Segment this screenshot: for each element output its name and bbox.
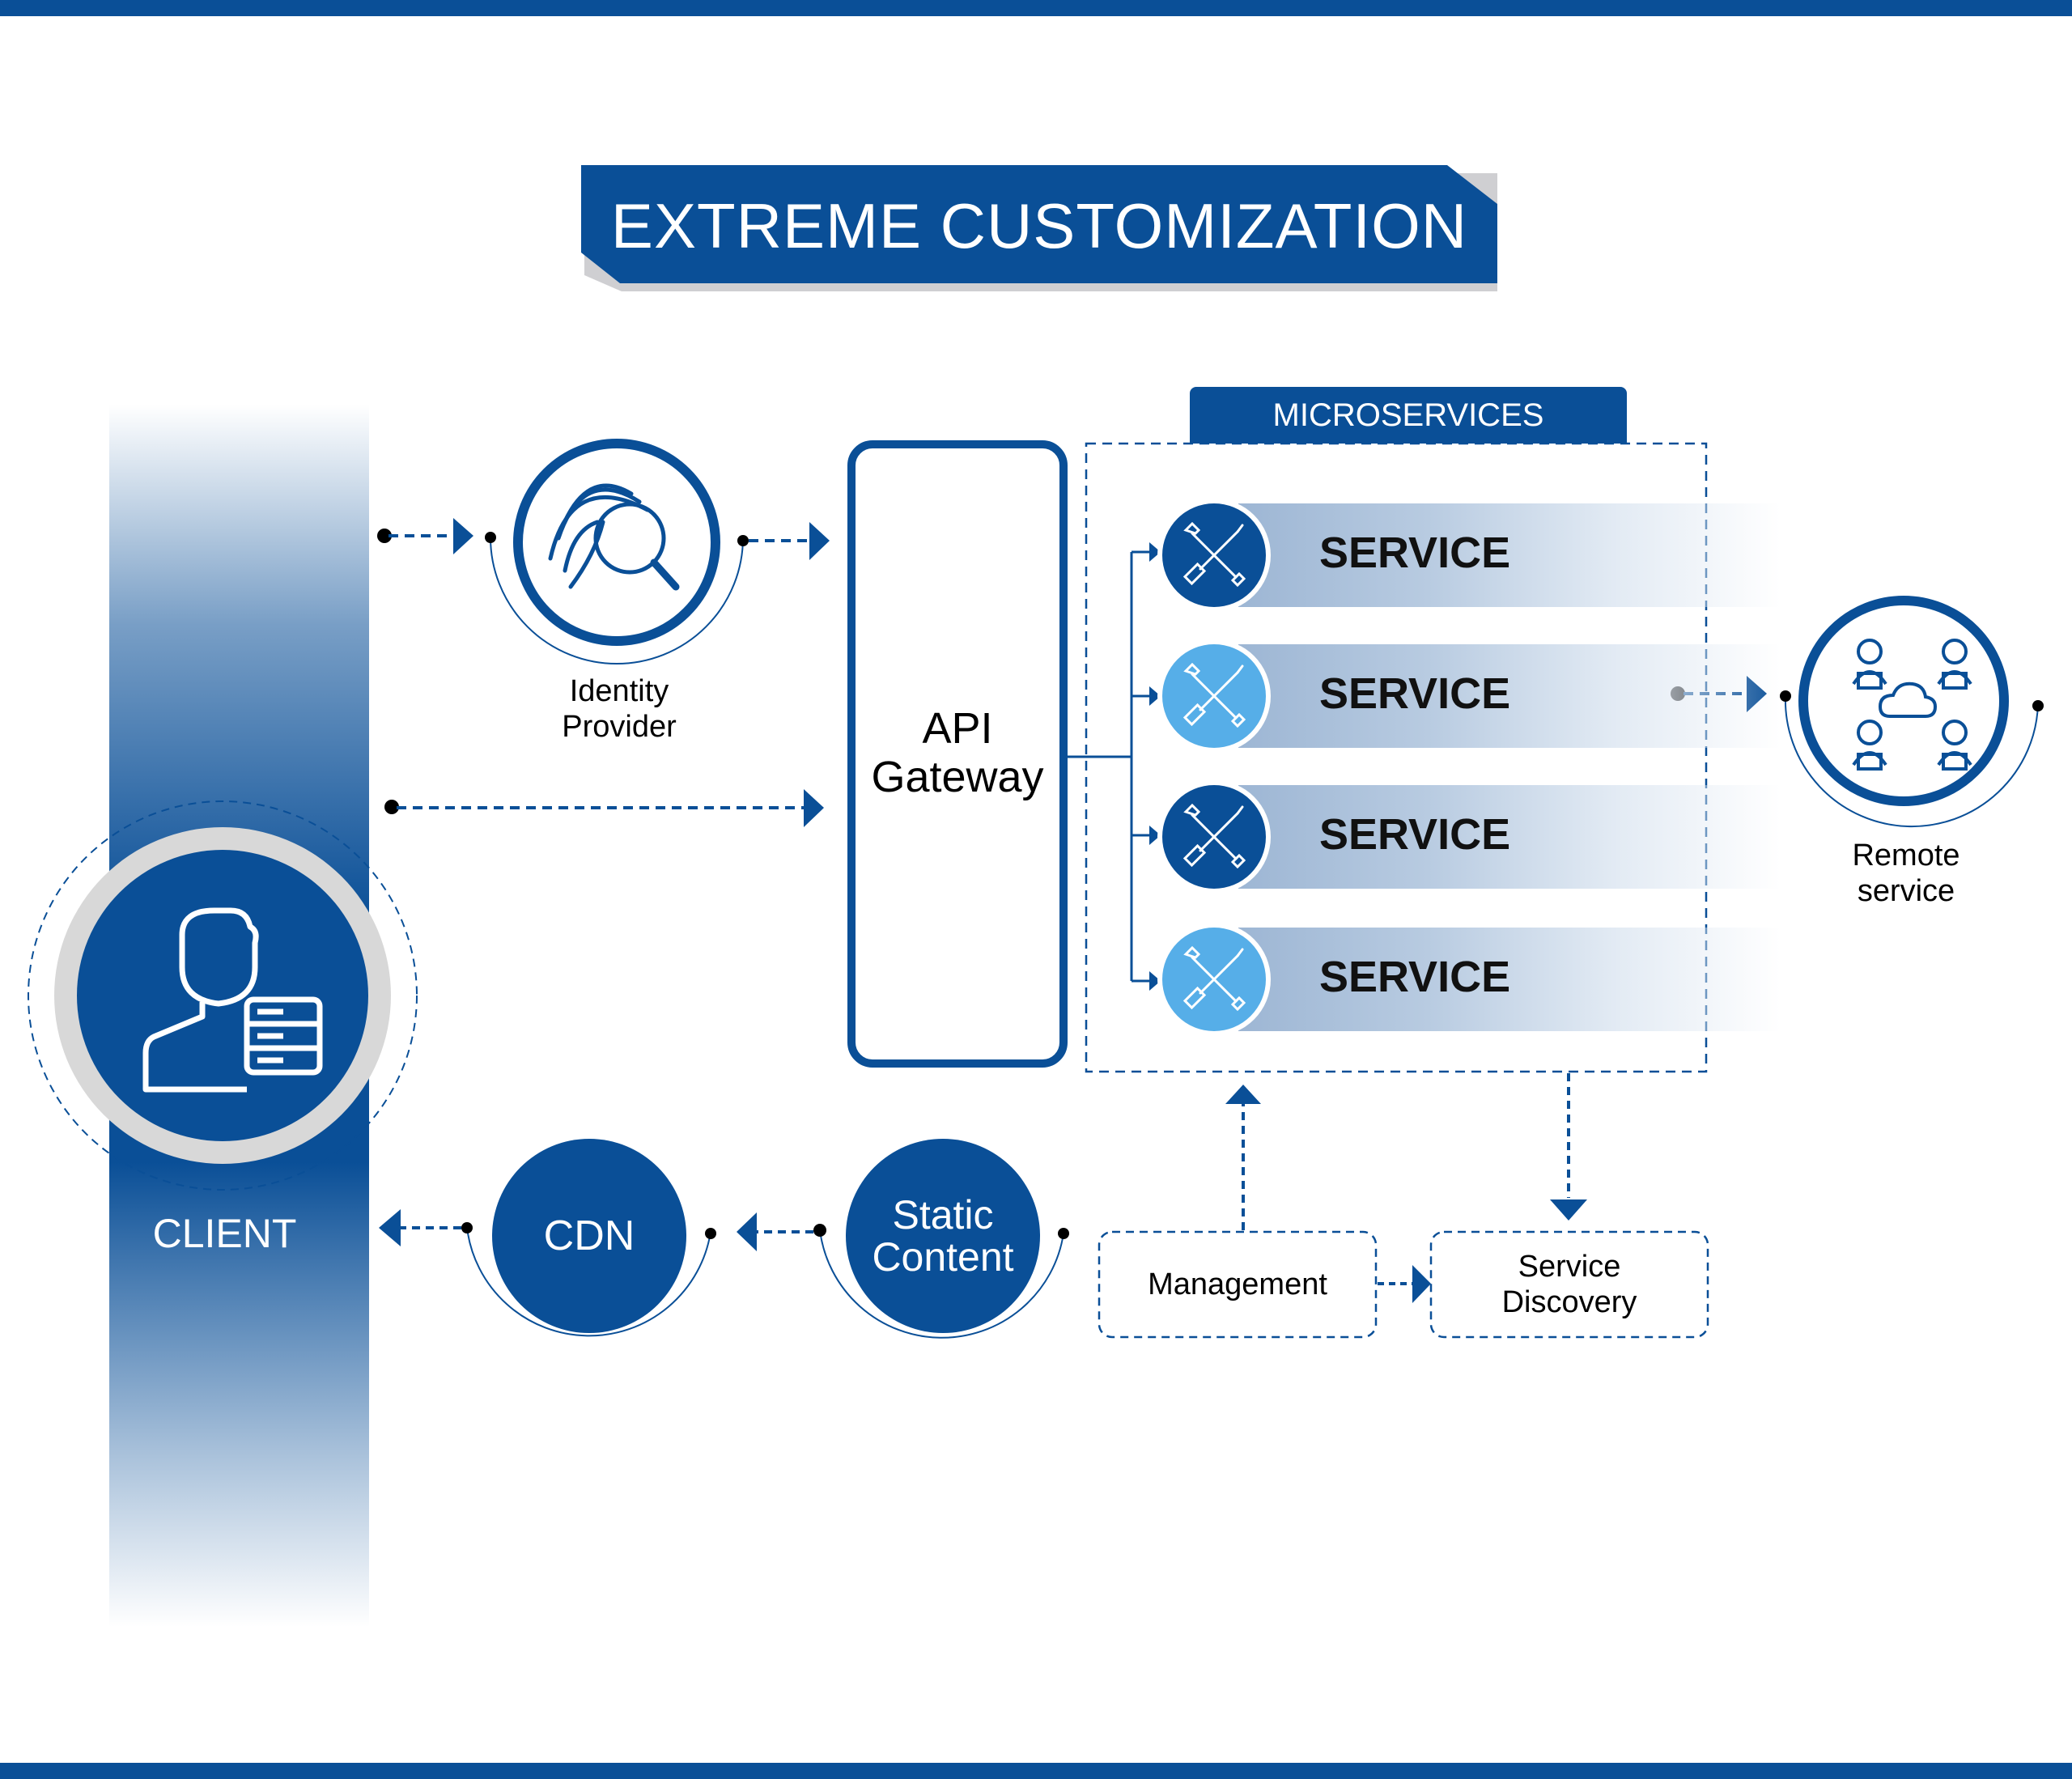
identity-provider-node[interactable] <box>485 439 749 664</box>
service-label: SERVICE <box>1319 810 1511 859</box>
management-label: Management <box>1148 1267 1327 1301</box>
arrow-client-to-gateway <box>384 789 824 827</box>
service-icon-circle[interactable] <box>1153 919 1275 1040</box>
client-node[interactable] <box>28 800 418 1191</box>
service-band <box>1238 785 1781 889</box>
title-banner <box>581 165 1497 291</box>
service-label: SERVICE <box>1319 953 1511 1001</box>
service-label: SERVICE <box>1319 529 1511 577</box>
page-title: EXTREME CUSTOMIZATION <box>610 189 1468 261</box>
tools-icon <box>1182 662 1246 728</box>
client-label: CLIENT <box>152 1211 297 1256</box>
remote-service-label: Remote service <box>1821 838 1991 909</box>
identity-provider-label: Identity Provider <box>534 673 704 745</box>
arrow-identity-to-gateway <box>749 522 830 560</box>
service-discovery-box[interactable] <box>1429 1230 1709 1339</box>
service-icon-circle[interactable] <box>1153 495 1275 616</box>
remote-service-label-line1: Remote <box>1852 839 1960 873</box>
management-box[interactable] <box>1098 1230 1378 1339</box>
fingerprint-search-icon <box>548 483 680 591</box>
remote-service-node[interactable] <box>1780 596 2044 827</box>
remote-service-label-line2: service <box>1857 874 1955 908</box>
arrow-microservices-to-discovery <box>1550 1073 1587 1221</box>
service-discovery-line2: Discovery <box>1501 1285 1637 1319</box>
arrow-management-to-microservices <box>1225 1085 1261 1230</box>
service-discovery-line1: Service <box>1518 1250 1621 1284</box>
connector-dot <box>2032 700 2044 711</box>
remote-team-cloud-icon <box>1852 639 1972 771</box>
connector-dot <box>705 1228 716 1239</box>
service-band <box>1238 644 1781 748</box>
arrow-client-to-identity <box>377 518 473 554</box>
cdn-node[interactable] <box>461 1139 716 1337</box>
static-content-node[interactable] <box>813 1139 1069 1339</box>
tools-icon <box>1182 521 1246 588</box>
top-bar <box>0 0 2072 16</box>
arrow-cdn-to-client <box>379 1209 461 1246</box>
static-content-line1: Static <box>892 1192 994 1238</box>
service-band <box>1238 503 1781 607</box>
connector-dot <box>485 532 496 543</box>
user-with-server-icon <box>142 907 323 1093</box>
arrow-static-to-cdn <box>737 1212 813 1251</box>
arrow-management-to-discovery <box>1378 1265 1431 1303</box>
api-gateway-line1: API <box>922 704 993 753</box>
api-gateway-box[interactable] <box>847 440 1068 1068</box>
branch-arrowheads <box>1149 542 1161 991</box>
cdn-label: CDN <box>543 1212 635 1259</box>
service-icon-circle[interactable] <box>1153 776 1275 898</box>
connector-dot <box>1058 1228 1069 1239</box>
service-label: SERVICE <box>1319 669 1511 718</box>
microservices-container <box>1085 442 1708 1073</box>
connector-dot <box>461 1222 473 1233</box>
identity-provider-label-line2: Provider <box>562 710 677 744</box>
static-content-label: Static Content <box>846 1139 1040 1333</box>
gateway-service-branches <box>1064 550 1151 983</box>
connector-dot <box>1780 690 1791 702</box>
identity-provider-label-line1: Identity <box>569 674 669 708</box>
bottom-bar <box>0 1763 2072 1779</box>
connector-dot <box>737 535 749 546</box>
tools-icon <box>1182 945 1246 1012</box>
static-content-line2: Content <box>872 1234 1014 1280</box>
service-icon-circle[interactable] <box>1153 635 1275 757</box>
service-discovery-label: Service Discovery <box>1431 1232 1708 1337</box>
connector-dot <box>813 1224 826 1237</box>
tools-icon <box>1182 803 1246 869</box>
api-gateway-line2: Gateway <box>871 753 1044 801</box>
microservices-header: MICROSERVICES <box>1190 387 1627 444</box>
service-band <box>1238 928 1781 1031</box>
api-gateway-label: API Gateway <box>848 704 1067 801</box>
